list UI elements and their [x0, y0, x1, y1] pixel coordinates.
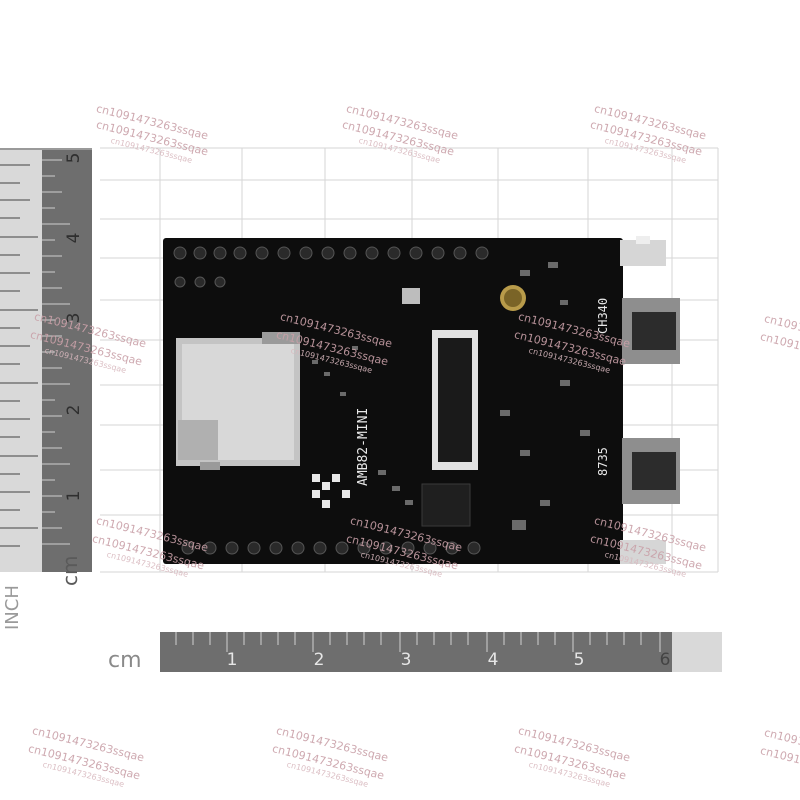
cm-tick-4: 4	[487, 650, 499, 670]
cm-tick-1: 1	[226, 650, 238, 670]
chip-8735-label: 8735	[596, 447, 610, 476]
cm-tick-5: 5	[573, 650, 585, 670]
cm-tick-2: 2	[313, 650, 325, 670]
brand-logo	[312, 474, 350, 508]
pcb-board	[163, 236, 680, 564]
vertical-ruler	[0, 148, 92, 572]
cm-tick-3: 3	[400, 650, 412, 670]
horizontal-ruler	[160, 632, 722, 672]
inch-tick-1: 1	[64, 490, 84, 502]
vertical-ruler-unit-cm: cm	[58, 555, 82, 586]
horizontal-ruler-unit-cm: cm	[108, 648, 142, 673]
inch-tick-2: 2	[64, 404, 84, 416]
inch-tick-5: 5	[64, 152, 84, 164]
cm-tick-6: 6	[659, 650, 671, 670]
vertical-ruler-unit-inch: INCH	[2, 585, 23, 630]
inch-tick-4: 4	[64, 232, 84, 244]
board-model-label: AMB82-MINI	[356, 407, 371, 486]
